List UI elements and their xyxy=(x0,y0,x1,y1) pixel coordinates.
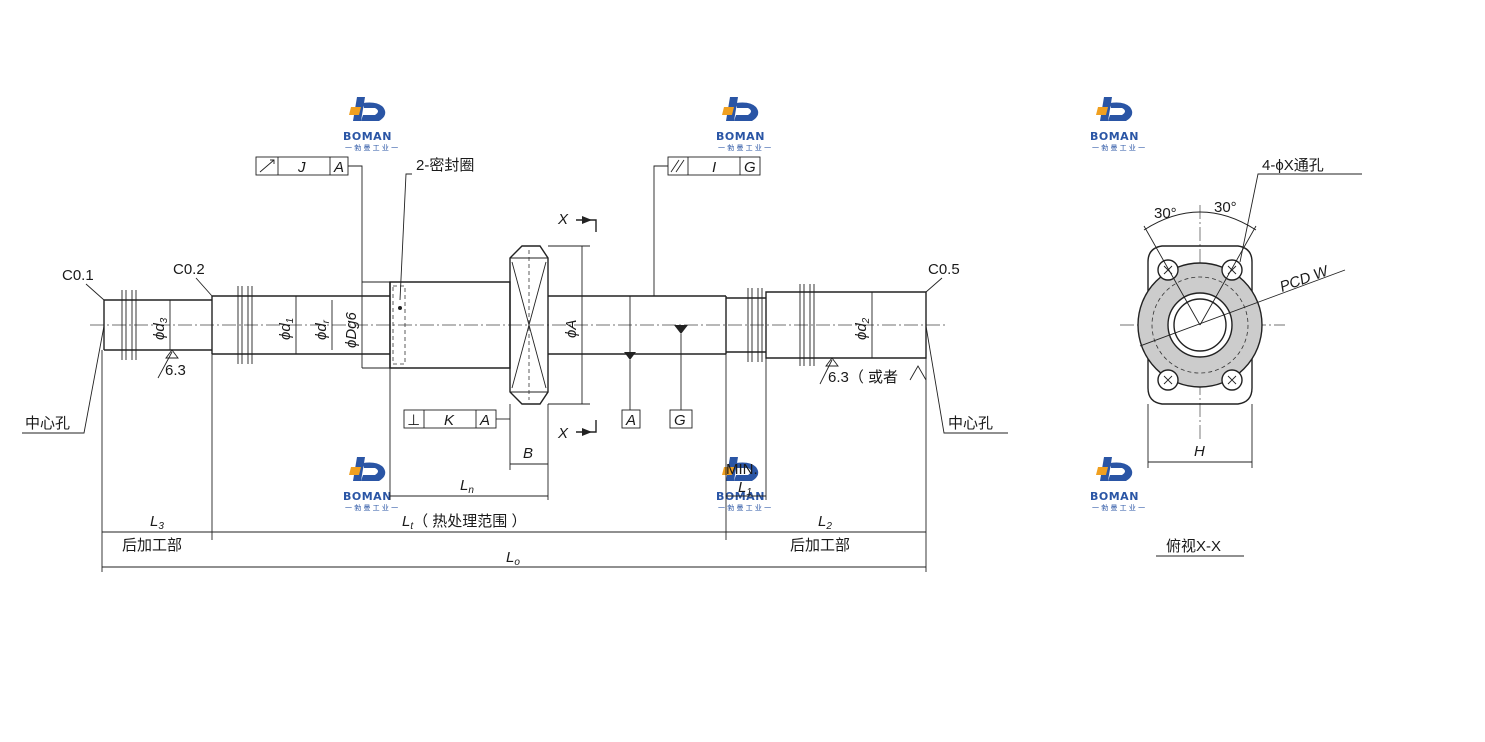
section-marker-top: X xyxy=(557,211,597,232)
section-view xyxy=(1120,173,1362,468)
svg-text:L1: L1 xyxy=(738,479,752,498)
post-machining-left: 后加工部 xyxy=(122,537,182,554)
tol-K-datum: A xyxy=(479,412,490,429)
label-phi-d3: ϕd3 xyxy=(151,317,170,340)
roughness-right: 6.3（ 或者 xyxy=(819,357,927,386)
logo-text: BOMAN xyxy=(343,130,392,143)
dim-Ln: Ln xyxy=(389,368,548,500)
perp-symbol: ⊥ xyxy=(407,412,420,429)
tol-I-datum: G xyxy=(744,159,756,176)
label-phi-d1: ϕd1 xyxy=(277,318,296,340)
roughness-left: 6.3 xyxy=(157,349,186,379)
logo-subtext: 一 勃 曼 工 业 一 xyxy=(1092,143,1145,152)
dim-L1: MIN. L1 xyxy=(725,354,767,540)
label-phi-d2: ϕd2 xyxy=(853,317,872,340)
svg-text:A: A xyxy=(625,412,636,429)
svg-text:X: X xyxy=(557,211,569,228)
left-journal xyxy=(103,290,213,360)
logo-subtext: 一 勃 曼 工 业 一 xyxy=(718,503,771,512)
datum-A: A xyxy=(621,352,641,429)
svg-text:MIN.: MIN. xyxy=(726,461,758,478)
tolerance-frame-runout: J A xyxy=(255,156,363,282)
tol-J-datum: A xyxy=(333,159,344,176)
tolerance-frame-perp: ⊥ K A xyxy=(403,409,510,429)
dim-Lt: Lt（ 热处理范围 ） xyxy=(402,513,526,532)
logo-subtext: 一 勃 曼 工 业 一 xyxy=(1092,503,1145,512)
tol-K: K xyxy=(444,412,455,429)
logo-text: BOMAN xyxy=(716,490,765,503)
screw-section xyxy=(548,295,727,355)
logo-subtext: 一 勃 曼 工 业 一 xyxy=(345,503,398,512)
nut-body xyxy=(389,245,549,405)
tolerance-frame-parallel: I G xyxy=(653,156,761,296)
svg-text:Ln: Ln xyxy=(460,477,474,496)
angle-left: 30° xyxy=(1154,205,1177,222)
view-title: 俯视X-X xyxy=(1166,538,1221,555)
label-phi-A: ϕA xyxy=(563,320,580,338)
boman-logo: BOMAN 一 勃 曼 工 业 一 xyxy=(1090,97,1145,152)
center-hole-left: 中心孔 xyxy=(25,415,70,432)
svg-text:G: G xyxy=(674,412,686,429)
section-marker-bottom: X xyxy=(557,420,597,442)
chamfer-mid: C0.2 xyxy=(173,261,205,278)
pcd-label: PCD W xyxy=(1278,262,1333,296)
post-machining-right: 后加工部 xyxy=(790,537,850,554)
diameter-dims xyxy=(169,245,873,405)
label-phi-dr: ϕdr xyxy=(313,319,332,340)
dim-L3: L3 xyxy=(150,513,164,532)
dim-H: H xyxy=(1194,443,1205,460)
boman-logo: BOMAN 一 勃 曼 工 业 一 xyxy=(716,97,771,152)
boman-logo: BOMAN 一 勃 曼 工 业 一 xyxy=(343,457,398,512)
dim-lines-bottom xyxy=(101,350,927,572)
tol-J: J xyxy=(297,159,306,176)
dim-B: B xyxy=(509,404,549,500)
angle-right: 30° xyxy=(1214,199,1237,216)
svg-text:X: X xyxy=(557,425,569,442)
logo-text: BOMAN xyxy=(343,490,392,503)
boman-logo: BOMAN 一 勃 曼 工 业 一 xyxy=(716,457,771,512)
logo-text: BOMAN xyxy=(1090,490,1139,503)
datum-G: G xyxy=(669,325,693,429)
tol-I: I xyxy=(712,159,716,176)
svg-text:B: B xyxy=(523,445,533,462)
logo-text: BOMAN xyxy=(1090,130,1139,143)
svg-text:6.3: 6.3 xyxy=(165,362,186,379)
chamfer-right: C0.5 xyxy=(928,261,960,278)
logo-subtext: 一 勃 曼 工 业 一 xyxy=(718,143,771,152)
holes-label: 4-ϕX通孔 xyxy=(1262,157,1324,174)
dim-Lo: Lo xyxy=(506,549,520,568)
seal-label: 2-密封圈 xyxy=(416,157,474,174)
logo-text: BOMAN xyxy=(716,130,765,143)
chamfer-left: C0.1 xyxy=(62,267,94,284)
dim-L2: L2 xyxy=(818,513,832,532)
logo-subtext: 一 勃 曼 工 业 一 xyxy=(345,143,398,152)
center-hole-right: 中心孔 xyxy=(948,415,993,432)
boman-logo: BOMAN 一 勃 曼 工 业 一 xyxy=(343,97,398,152)
label-phi-dg6: ϕDg6 xyxy=(343,311,360,348)
boman-logo: BOMAN 一 勃 曼 工 业 一 xyxy=(1090,457,1145,512)
svg-text:6.3（ 或者: 6.3（ 或者 xyxy=(828,369,898,386)
